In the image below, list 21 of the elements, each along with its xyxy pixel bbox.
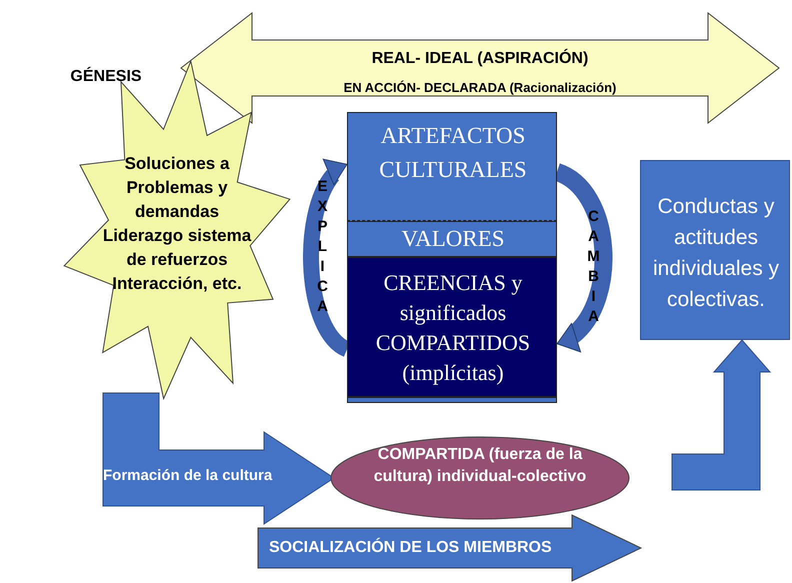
layer-box: [347, 221, 557, 257]
arrow-heading: REAL- IDEAL (ASPIRACIÓN): [370, 48, 590, 69]
ellipse-shape: [330, 436, 630, 520]
node-label: Conductas y actitudes individuales y colectivas.: [652, 194, 780, 313]
arrow-subheading: EN ACCIÓN- DECLARADA (Racionalización): [342, 79, 618, 97]
layer-label: CREENCIAS y significados COMPARTIDOS (implícitas): [374, 269, 532, 387]
node-label: SOCIALIZACIÓN DE LOS MIEMBROS: [269, 537, 553, 558]
layer-label: VALORES: [400, 225, 506, 253]
bent-block-arrow: [672, 339, 772, 490]
layer-label: ARTEFACTOS CULTURALES: [378, 122, 528, 184]
node-label: Soluciones a Problemas y demandas Liderazgo sistema de refuerzos Interacción, etc.: [102, 153, 252, 295]
node-label: COMPARTIDA (fuerza de la cultura) individual-colectivo: [372, 445, 588, 487]
edge-label: Formación de la cultura: [103, 467, 272, 484]
edge-label: EXPLICA: [314, 178, 331, 318]
heading-label: GÉNESIS: [69, 66, 143, 87]
edge-label: CAMBIA: [585, 208, 602, 328]
process-box: [640, 160, 790, 340]
block-arrow-shape: [257, 514, 642, 582]
double-block-arrow: [180, 12, 780, 124]
layer-box: [347, 257, 557, 397]
layer-box: [347, 112, 557, 221]
